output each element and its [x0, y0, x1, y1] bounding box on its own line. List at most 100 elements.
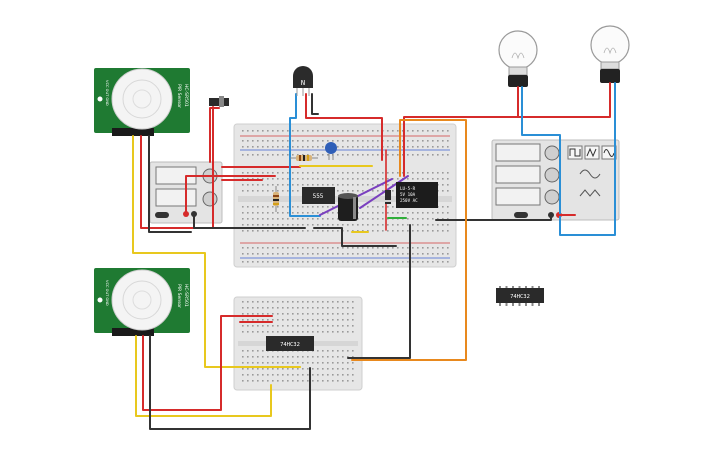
- sine-wave-icon[interactable]: [601, 145, 617, 160]
- resistor-horizontal[interactable]: [290, 155, 318, 161]
- breadboard-hole: [342, 331, 344, 333]
- breadboard-hole: [247, 190, 249, 192]
- relay[interactable]: LU-5-R 5V 10A 250V AC: [396, 182, 438, 208]
- breadboard-hole: [337, 313, 339, 315]
- breadboard-hole: [307, 261, 309, 263]
- breadboard-hole: [257, 331, 259, 333]
- light-bulb-left[interactable]: [498, 30, 538, 87]
- breadboard-hole: [367, 172, 369, 174]
- wire-purple: [359, 175, 409, 209]
- breadboard-hole: [257, 380, 259, 382]
- breadboard-hole: [262, 368, 264, 370]
- breadboard-hole: [247, 313, 249, 315]
- breadboard-hole: [402, 172, 404, 174]
- wire-blue: [289, 93, 321, 217]
- breadboard-hole: [327, 374, 329, 376]
- breadboard-hole: [347, 253, 349, 255]
- breadboard-hole: [407, 247, 409, 249]
- transistor[interactable]: N: [293, 66, 313, 96]
- function-generator[interactable]: [491, 139, 620, 221]
- breadboard-hole: [322, 218, 324, 220]
- pir-sensor-top[interactable]: PIR Sensor HC-SR501 VCC OUT GND: [94, 68, 190, 136]
- chip-pin: [518, 303, 521, 306]
- breadboard-hole: [337, 350, 339, 352]
- breadboard-hole: [392, 224, 394, 226]
- breadboard-hole: [322, 230, 324, 232]
- breadboard-hole: [277, 247, 279, 249]
- breadboard-hole: [412, 247, 414, 249]
- breadboard-hole: [302, 356, 304, 358]
- breadboard-hole: [347, 380, 349, 382]
- breadboard-hole: [442, 253, 444, 255]
- breadboard-hole: [382, 224, 384, 226]
- breadboard-hole: [297, 130, 299, 132]
- logic-chip-on-board[interactable]: 74HC32: [266, 336, 314, 351]
- breadboard-hole: [362, 190, 364, 192]
- electrolytic-capacitor[interactable]: [338, 193, 358, 221]
- breadboard-hole: [242, 212, 244, 214]
- breadboard-hole: [417, 178, 419, 180]
- breadboard-hole: [377, 230, 379, 232]
- timer-555-chip[interactable]: 555: [302, 187, 335, 204]
- square-wave-icon[interactable]: [567, 145, 583, 160]
- breadboard-hole: [307, 218, 309, 220]
- breadboard-hole: [327, 331, 329, 333]
- wire-black: [347, 224, 411, 359]
- breadboard-hole: [387, 253, 389, 255]
- breadboard-hole: [272, 184, 274, 186]
- breadboard-hole: [327, 319, 329, 321]
- breadboard-hole: [272, 154, 274, 156]
- logic-chip-loose[interactable]: 74HC32: [496, 286, 544, 306]
- breadboard-hole: [277, 172, 279, 174]
- breadboard-hole: [407, 224, 409, 226]
- breadboard-hole: [432, 178, 434, 180]
- light-bulb-right[interactable]: [590, 25, 630, 83]
- breadboard-hole: [322, 206, 324, 208]
- breadboard-hole: [367, 154, 369, 156]
- breadboard-hole: [337, 247, 339, 249]
- breadboard-hole: [317, 253, 319, 255]
- breadboard-hole: [297, 362, 299, 364]
- breadboard-hole: [262, 261, 264, 263]
- breadboard-hole: [322, 368, 324, 370]
- resistor-vertical[interactable]: [273, 186, 279, 212]
- breadboard-hole: [342, 261, 344, 263]
- breadboard-hole: [317, 319, 319, 321]
- breadboard-hole: [332, 368, 334, 370]
- breadboard-hole: [292, 184, 294, 186]
- breadboard-hole: [242, 206, 244, 208]
- wire-red: [403, 86, 519, 177]
- slide-switch[interactable]: [209, 96, 229, 107]
- pir-sensor-bottom[interactable]: PIR Sensor HC-SR501 VCC OUT GND: [94, 268, 190, 336]
- breadboard-hole: [312, 178, 314, 180]
- diode[interactable]: [385, 190, 391, 204]
- breadboard-hole: [287, 319, 289, 321]
- breadboard-hole: [262, 247, 264, 249]
- breadboard-hole: [257, 319, 259, 321]
- breadboard-hole: [322, 331, 324, 333]
- breadboard-hole: [422, 253, 424, 255]
- breadboard-hole: [317, 154, 319, 156]
- breadboard-hole: [277, 212, 279, 214]
- breadboard-hole: [252, 301, 254, 303]
- breadboard-hole: [327, 301, 329, 303]
- breadboard-hole: [327, 325, 329, 327]
- breadboard-hole: [357, 154, 359, 156]
- breadboard-hole: [402, 247, 404, 249]
- breadboard-hole: [432, 172, 434, 174]
- breadboard-hole: [337, 146, 339, 148]
- breadboard-hole: [442, 230, 444, 232]
- ceramic-capacitor[interactable]: [325, 142, 337, 160]
- breadboard-hole: [387, 184, 389, 186]
- triangle-wave-icon[interactable]: [584, 145, 600, 160]
- breadboard-hole: [307, 140, 309, 142]
- breadboard-hole: [362, 146, 364, 148]
- breadboard-hole: [287, 154, 289, 156]
- breadboard-hole: [242, 253, 244, 255]
- breadboard-hole: [287, 368, 289, 370]
- breadboard-hole: [302, 172, 304, 174]
- breadboard-hole: [297, 206, 299, 208]
- breadboard-hole: [282, 356, 284, 358]
- transistor-label: N: [301, 79, 305, 87]
